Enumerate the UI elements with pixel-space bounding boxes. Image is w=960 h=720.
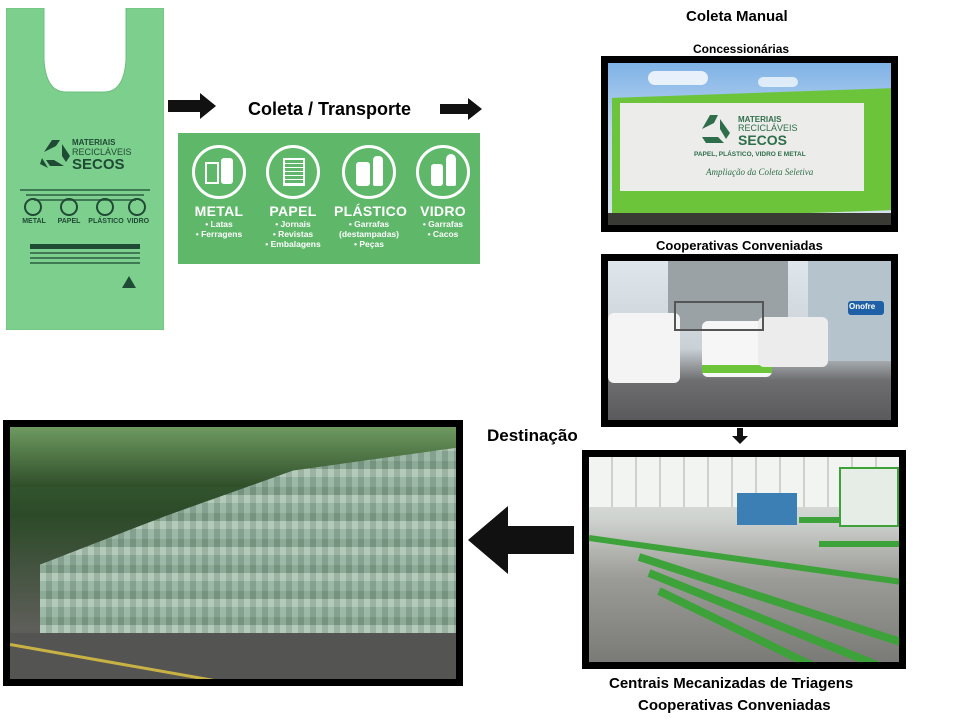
bag-cat-vidro: VIDRO [126,218,150,225]
material-papel: PAPEL • Jornais • Revistas • Embalagens [258,145,328,249]
recycling-bag-image: MATERIAIS RECICLÁVEIS SECOS METAL PAPEL … [5,7,165,331]
cooperativas-label-1: Cooperativas Conveniadas [656,238,823,253]
coop-trucks-photo: Onofre [608,261,891,420]
truck-photo-frame: MATERIAIS RECICLÁVEIS SECOS PAPEL, PLÁST… [601,56,898,232]
material-name: VIDRO [420,203,466,219]
bag-title-1: MATERIAIS [72,138,116,147]
material-item: • Garrafas [348,219,390,229]
newspaper-icon [266,145,320,199]
material-name: PAPEL [269,203,317,219]
material-item: • Garrafas [422,219,464,229]
material-item: • Cacos [427,229,459,239]
truck-sign-subtitle: PAPEL, PLÁSTICO, VIDRO E METAL [694,151,806,158]
material-item: (destampadas) [339,229,399,239]
material-item: • Embalagens [265,239,321,249]
recycled-bales-photo [10,427,456,679]
material-name: METAL [194,203,244,219]
plastic-bottle-icon [342,145,396,199]
bag-fine-print [20,186,150,204]
destinacao-label: Destinação [487,426,578,445]
concessionarias-label: Concessionárias [693,42,790,56]
can-icon [192,145,246,199]
coop-trucks-photo-frame: Onofre [601,254,898,427]
material-name: PLÁSTICO [334,203,408,219]
material-item: • Ferragens [195,229,243,239]
arrow-down-icon [732,428,748,444]
bag-cat-plastico: PLÁSTICO [88,218,124,225]
bag-table [30,244,140,272]
material-item: • Revistas [272,229,314,239]
coleta-manual-label: Coleta Manual [686,8,788,25]
truck-photo: MATERIAIS RECICLÁVEIS SECOS PAPEL, PLÁST… [608,63,891,225]
material-plastico: PLÁSTICO • Garrafas (destampadas) • Peça… [334,145,408,249]
material-vidro: VIDRO • Garrafas • Cacos [408,145,478,239]
material-item: • Latas [205,219,233,229]
material-item: • Jornais [275,219,311,229]
arrow-right-icon [440,98,482,120]
bag-title-3: SECOS [72,156,125,173]
recycle-icon [702,115,730,143]
coleta-transporte-label: Coleta / Transporte [248,99,412,119]
bag-cat-papel: PAPEL [57,218,81,225]
truck-sign: MATERIAIS RECICLÁVEIS SECOS PAPEL, PLÁST… [620,103,864,191]
arrow-left-icon [468,506,574,574]
truck-sign-title-1: MATERIAIS [738,115,782,124]
glass-bottle-icon [416,145,470,199]
recycled-bales-photo-frame [3,420,463,686]
bag-cat-metal: METAL [22,218,46,225]
bag-category-icons: METAL PAPEL PLÁSTICO VIDRO [20,198,152,238]
truck-sign-slogan: Ampliação da Coleta Seletiva [706,167,814,177]
material-item: • Peças [354,239,384,249]
centrais-label-line1: Centrais Mecanizadas de Triagens [609,675,854,692]
sorting-facility-photo-frame [582,450,906,669]
bag-title-2: RECICLÁVEIS [72,147,132,157]
store-sign: Onofre [849,302,876,311]
bag-recycle-logo [6,134,164,183]
sorting-facility-photo [589,457,899,662]
centrais-label-line2: Cooperativas Conveniadas [638,697,831,714]
arrow-right-icon [168,93,216,119]
truck-sign-title-2: RECICLÁVEIS [738,123,798,133]
material-metal: METAL • Latas • Ferragens [184,145,254,239]
materials-card: METAL • Latas • Ferragens PAPEL • Jornai… [178,133,480,264]
truck-sign-title-3: SECOS [738,132,788,148]
